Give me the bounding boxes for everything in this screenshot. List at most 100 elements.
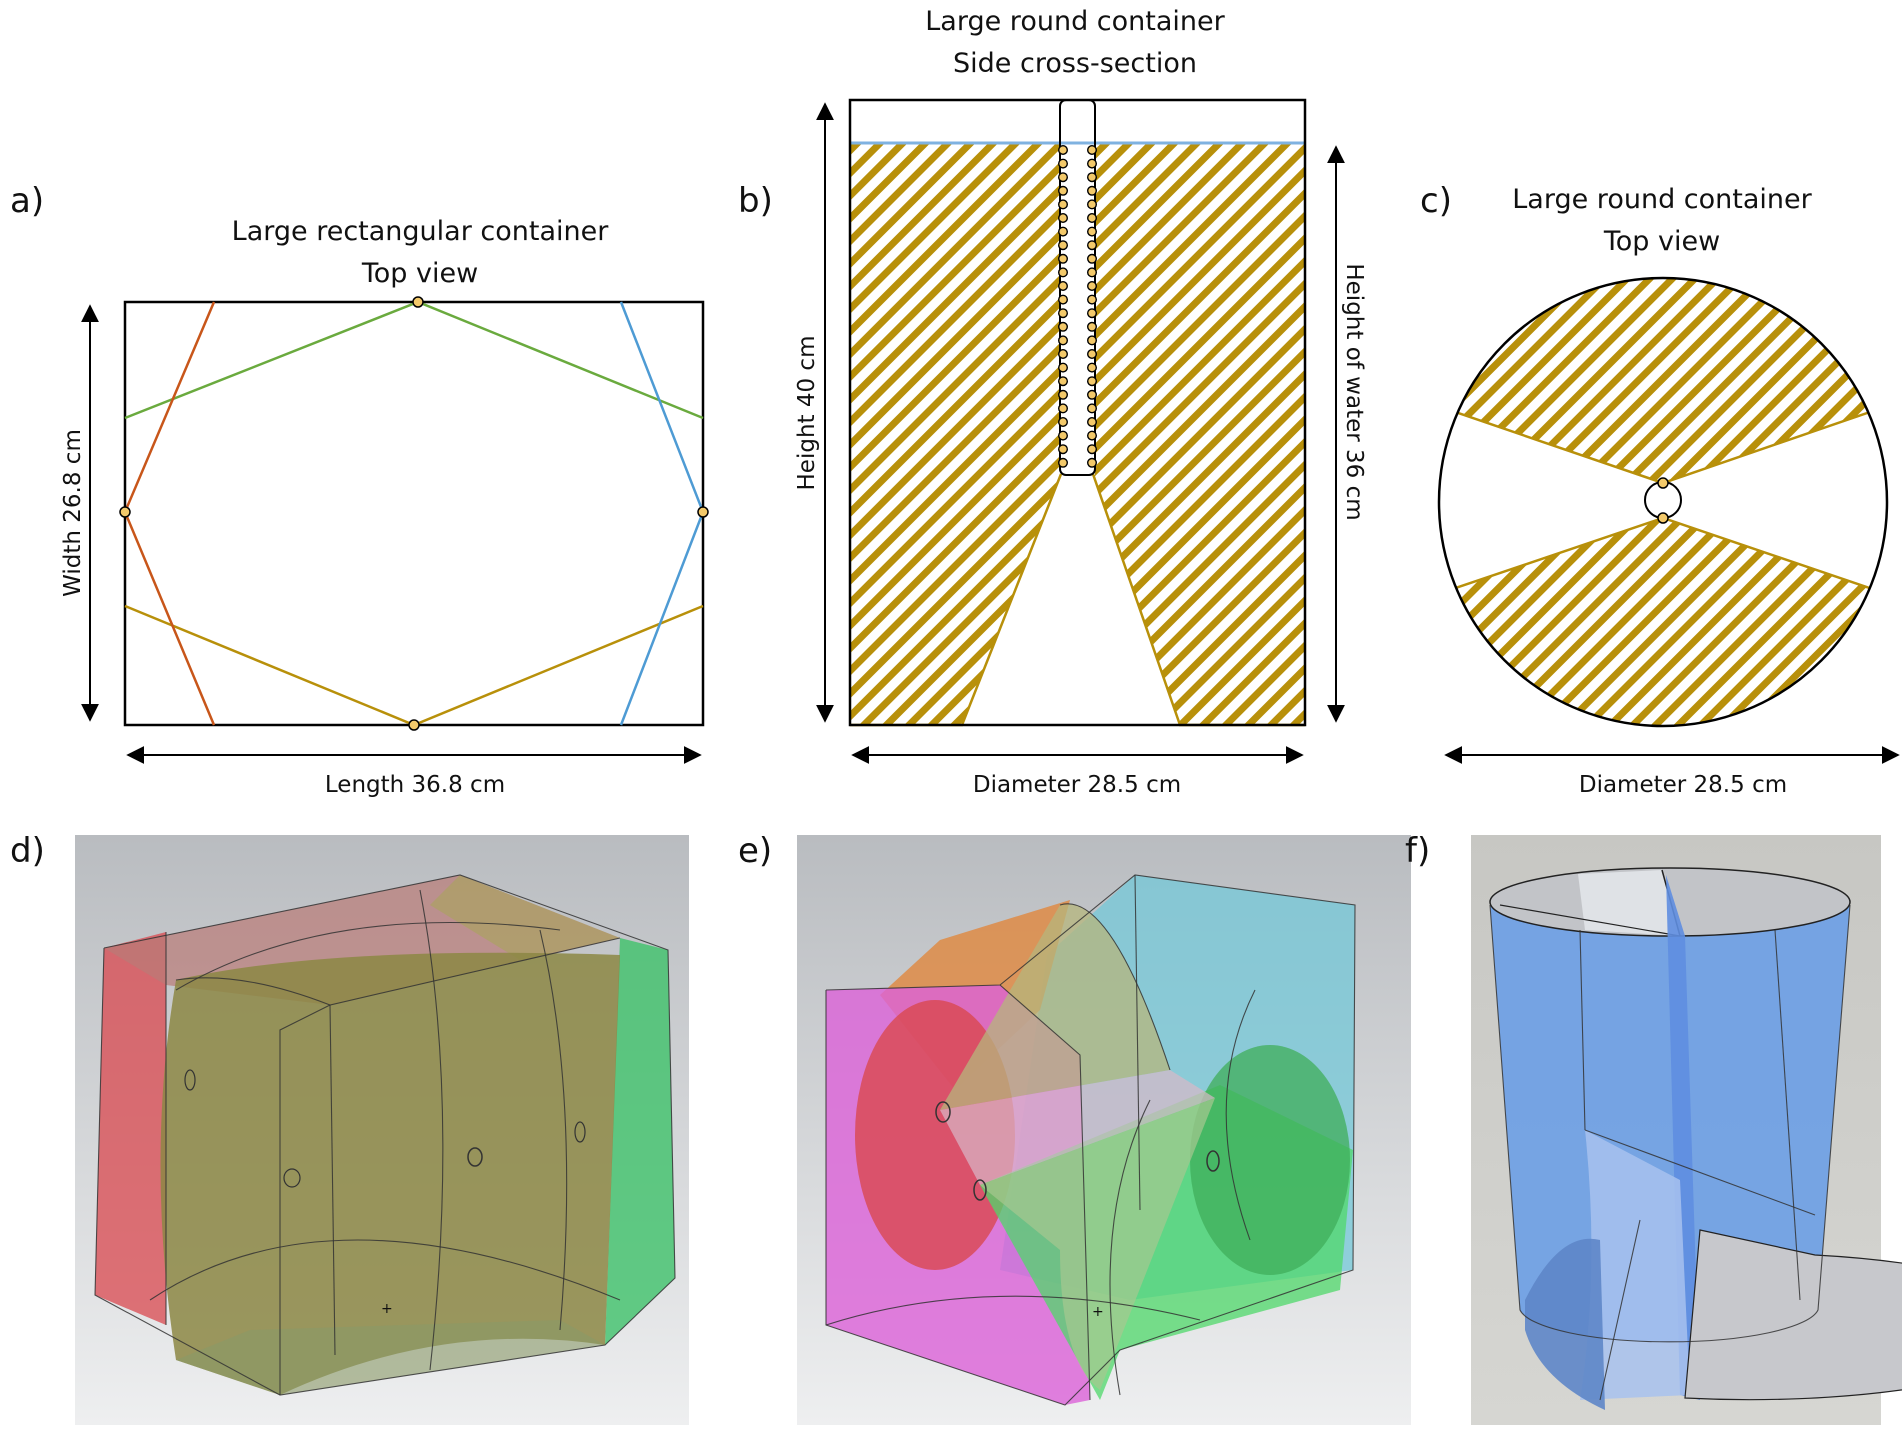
led-dot xyxy=(1086,294,1097,305)
led-dot xyxy=(1057,444,1068,455)
edge xyxy=(1774,929,1801,1301)
led-dot xyxy=(1086,308,1097,319)
led-dot xyxy=(1086,376,1097,387)
led-dot xyxy=(1086,226,1097,237)
panel-c-title-line1: Large round container xyxy=(1512,184,1812,215)
panel-f: f) xyxy=(1405,831,1902,1425)
curved-edge xyxy=(1225,989,1256,1241)
height-label: Height 40 cm xyxy=(794,336,820,491)
led-hole xyxy=(467,1147,483,1167)
led-point xyxy=(1657,477,1669,489)
led-dot xyxy=(1057,362,1068,373)
water-height-label: Height of water 36 cm xyxy=(1341,263,1367,520)
led-dot xyxy=(1086,335,1097,346)
gold-light-path xyxy=(124,604,704,727)
edge xyxy=(279,1004,331,1395)
cone-beam-lower xyxy=(980,1098,1215,1390)
panel-a-label: a) xyxy=(10,181,44,221)
top-divider xyxy=(1499,904,1681,937)
panel-c-label: c) xyxy=(1420,181,1452,221)
led-point xyxy=(1657,512,1669,524)
edge xyxy=(1584,1129,1816,1216)
led-hole xyxy=(184,1069,196,1091)
led-dot xyxy=(1057,212,1068,223)
led-dot xyxy=(1057,253,1068,264)
diameter-label-b: Diameter 28.5 cm xyxy=(973,772,1181,798)
edge xyxy=(329,1004,336,1356)
led-hole xyxy=(283,1168,301,1188)
curved-edge xyxy=(825,1295,1201,1326)
led-hole xyxy=(935,1101,951,1123)
panel-e-label: e) xyxy=(738,831,772,871)
edge xyxy=(1134,874,1141,1211)
edge xyxy=(1579,929,1586,1131)
hatched-sector-bottom xyxy=(1439,518,1887,726)
outer-edges xyxy=(94,874,676,1396)
panel-c: c) Large round container Top view Diamet… xyxy=(1420,181,1900,798)
green-cone-base xyxy=(1190,1045,1350,1275)
round-container-top-outline xyxy=(1437,276,1889,728)
olive-volume-front xyxy=(160,952,620,1395)
edge xyxy=(999,984,1091,1401)
led-dot xyxy=(1086,444,1097,455)
length-label: Length 36.8 cm xyxy=(325,772,505,798)
led-dot xyxy=(1057,335,1068,346)
panel-a-title-line1: Large rectangular container xyxy=(232,216,610,247)
top-face-olive xyxy=(430,875,620,960)
panel-e: e) + xyxy=(738,831,1411,1425)
led-dot xyxy=(1086,172,1097,183)
red-volume xyxy=(95,932,166,1325)
led-hole xyxy=(574,1121,586,1143)
curved-edge xyxy=(1059,903,1171,1071)
origin-marker: + xyxy=(381,1301,393,1317)
curved-edge xyxy=(1109,1099,1151,1396)
panel-b-title-line2: Side cross-section xyxy=(953,48,1197,79)
green-volume xyxy=(605,938,675,1345)
diameter-label-c: Diameter 28.5 cm xyxy=(1579,772,1787,798)
cylinder-outline xyxy=(1489,904,1851,1343)
panel-d: d) + xyxy=(10,831,689,1425)
led-dot xyxy=(1086,185,1097,196)
panel-b-title-line1: Large round container xyxy=(925,6,1225,37)
panel-f-label: f) xyxy=(1405,831,1430,871)
origin-marker: + xyxy=(1092,1304,1104,1320)
curved-edge xyxy=(419,889,444,1371)
panel-b: b) Large round container Side cross-sect… xyxy=(738,6,1367,798)
hatched-region-left xyxy=(850,143,1061,725)
cone-beam xyxy=(940,1070,1215,1185)
led-dot xyxy=(1086,240,1097,251)
led-dot xyxy=(1057,144,1068,155)
led-dot xyxy=(1057,403,1068,414)
rect-container-outline xyxy=(123,300,705,727)
led-column-dots xyxy=(1057,144,1097,468)
led-dot xyxy=(1057,172,1068,183)
led-hole xyxy=(973,1179,987,1201)
lower-gap-region xyxy=(1580,1130,1690,1400)
led-dot xyxy=(1086,253,1097,264)
edge xyxy=(175,937,621,1006)
vertical-partition xyxy=(1666,875,1700,1400)
panel-c-title-line2: Top view xyxy=(1603,226,1720,257)
led-point xyxy=(697,506,709,518)
led-dot xyxy=(1057,321,1068,332)
panel-a-title-line2: Top view xyxy=(361,258,478,289)
led-dot xyxy=(1057,158,1068,169)
panel-a: a) Large rectangular container Top view … xyxy=(10,181,709,798)
led-dot xyxy=(1057,349,1068,360)
led-dot xyxy=(1057,457,1068,468)
led-dot xyxy=(1086,144,1097,155)
led-hole xyxy=(1206,1150,1220,1172)
led-dot xyxy=(1057,199,1068,210)
led-dot xyxy=(1086,417,1097,428)
width-label: Width 26.8 cm xyxy=(60,429,86,597)
hatched-region-right xyxy=(1093,143,1305,725)
led-dot xyxy=(1086,457,1097,468)
outer-edges xyxy=(825,874,1356,1406)
orange-light-path xyxy=(123,301,216,726)
led-dot xyxy=(1086,430,1097,441)
olive-cone xyxy=(940,903,1170,1110)
led-dot xyxy=(1057,240,1068,251)
led-dot xyxy=(1086,281,1097,292)
top-gap-sector xyxy=(1578,870,1680,936)
